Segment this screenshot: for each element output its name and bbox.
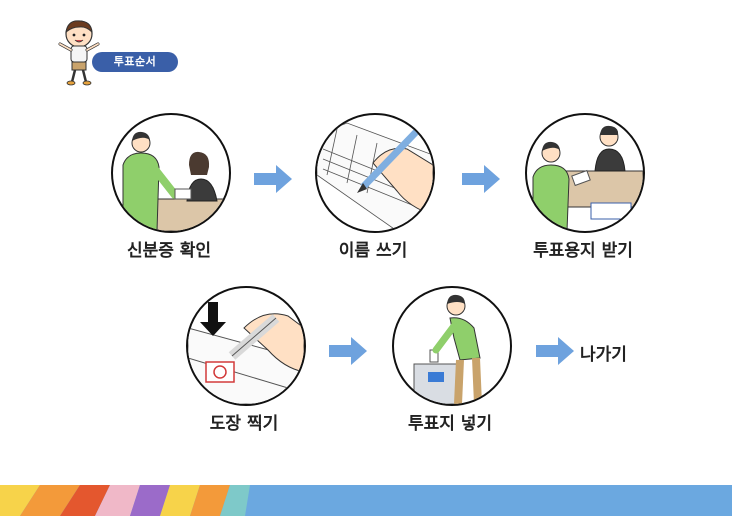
step-stamp-illustration (186, 286, 306, 406)
arrow-icon (329, 336, 367, 366)
step-label-cast-ballot: 투표지 넣기 (407, 414, 493, 434)
step-label-stamp: 도장 찍기 (209, 414, 279, 434)
step-receive-ballot-illustration (525, 113, 645, 233)
arrow-icon (536, 336, 574, 366)
step-cast-ballot-illustration (392, 286, 512, 406)
decorative-bottom-bar (0, 485, 732, 516)
step-write-name-illustration (315, 113, 435, 233)
step-id-check-illustration (111, 113, 231, 233)
mascot-illustration (54, 18, 104, 88)
arrow-icon (462, 164, 500, 194)
step-label-write-name: 이름 쓰기 (338, 241, 408, 261)
step-label-receive-ballot: 투표용지 받기 (533, 241, 633, 261)
page-title-badge: 투표순서 (92, 52, 178, 72)
step-label-id-check: 신분증 확인 (126, 241, 212, 261)
step-label-exit: 나가기 (580, 345, 627, 365)
arrow-icon (254, 164, 292, 194)
